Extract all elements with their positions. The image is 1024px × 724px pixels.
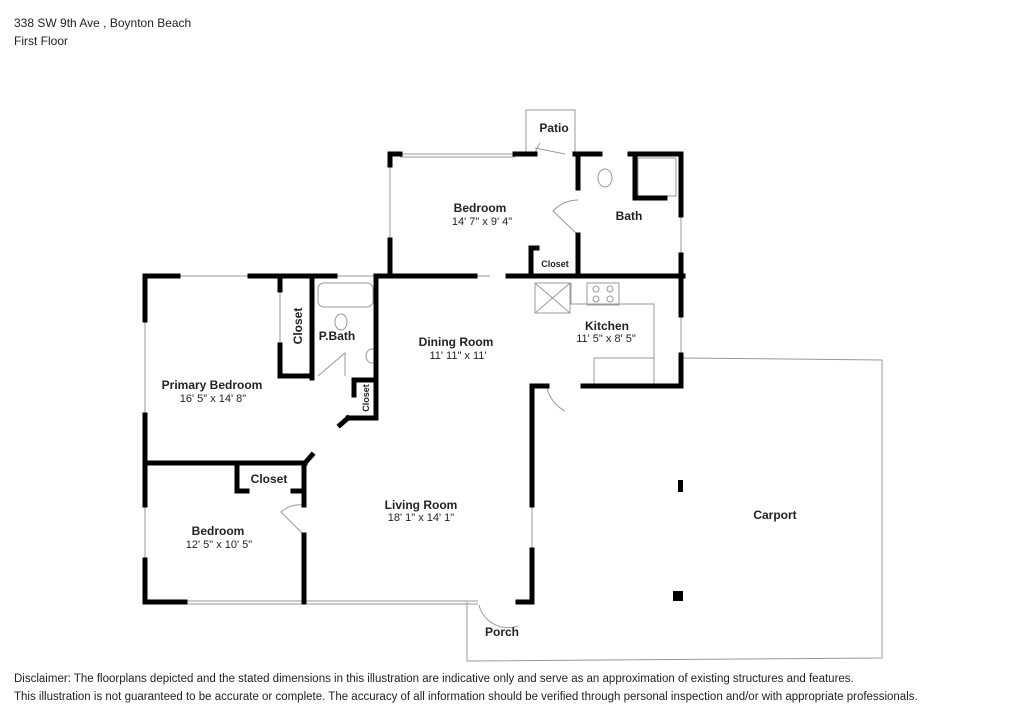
room-bedroom-low-dims: 12' 5" x 10' 5": [186, 539, 253, 551]
room-bedroom-top-dims: 14' 7" x 9' 4": [452, 216, 512, 228]
floor-label: First Floor: [14, 34, 68, 48]
room-living: Living Room: [385, 498, 458, 512]
room-primary: Primary Bedroom: [162, 378, 263, 392]
room-primary-dims: 16' 5" x 14' 8": [180, 393, 247, 405]
room-bath: Bath: [616, 209, 643, 223]
room-kitchen-dims: 11' 5" x 8' 5": [576, 333, 636, 345]
thin-lines: [144, 109, 883, 662]
room-closet-top: Closet: [541, 259, 569, 269]
room-porch: Porch: [485, 625, 519, 639]
disclaimer-line-2: This illustration is not guaranteed to b…: [14, 691, 918, 703]
room-bedroom-top: Bedroom: [454, 201, 507, 215]
room-kitchen: Kitchen: [585, 319, 629, 333]
room-living-dims: 18' 1" x 14' 1": [388, 512, 455, 524]
room-closet-bed: Closet: [251, 472, 288, 486]
carport-posts: [673, 480, 683, 601]
room-carport: Carport: [753, 508, 796, 522]
disclaimer-line-1: Disclaimer: The floorplans depicted and …: [14, 673, 854, 685]
room-dining: Dining Room: [419, 335, 494, 349]
room-pbath: P.Bath: [319, 329, 355, 343]
room-patio: Patio: [539, 121, 568, 135]
address: 338 SW 9th Ave , Boynton Beach: [14, 16, 192, 30]
walls: [142, 151, 686, 605]
room-dining-dims: 11' 11" x 11': [429, 350, 486, 362]
room-bedroom-low: Bedroom: [192, 524, 245, 538]
room-closet-primary: Closet: [291, 308, 305, 345]
room-closet-hall: Closet: [361, 384, 371, 412]
